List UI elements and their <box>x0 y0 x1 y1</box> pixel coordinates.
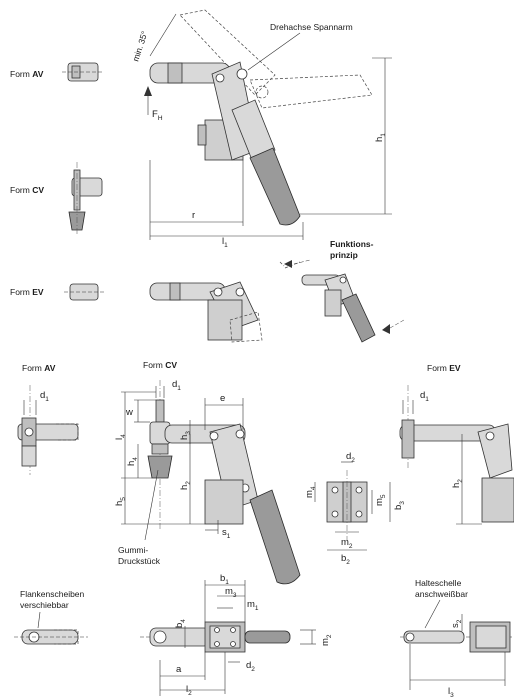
svg-text:h2: h2 <box>179 481 192 490</box>
pivot-label: Drehachse Spannarm <box>270 22 353 32</box>
bottom-cv-view: b1 m3 m1 b4 m2 a l2 d2 <box>140 573 333 697</box>
svg-text:FH: FH <box>152 109 163 122</box>
svg-text:Form EV: Form EV <box>10 287 44 297</box>
svg-text:m3: m3 <box>225 586 237 599</box>
svg-text:anschweißbar: anschweißbar <box>415 589 468 599</box>
middle-form-av-view: d1 <box>17 385 79 475</box>
svg-text:h5: h5 <box>114 497 127 506</box>
middle-form-cv-view: d1 w l4 h4 h3 h5 h2 e s1 Gummi- <box>114 379 301 585</box>
main-clamp-drawing: FH min. 35° Drehachse Spannarm h1 r l1 <box>130 9 392 249</box>
base-plate-view: d2 m4 m5 b3 m2 b2 <box>304 451 406 566</box>
svg-text:m4: m4 <box>304 486 317 498</box>
top-form-av-icon <box>62 62 102 82</box>
svg-text:w: w <box>125 407 133 418</box>
h1-label: h1 <box>374 133 387 142</box>
svg-text:l2: l2 <box>186 684 192 697</box>
bottom-ev-view: Halteschelle anschweißbar s2 l3 <box>400 578 514 699</box>
svg-text:Form CV: Form CV <box>143 360 177 370</box>
l1-label: l1 <box>222 236 228 249</box>
svg-text:m5: m5 <box>374 494 387 506</box>
svg-text:a: a <box>176 664 182 675</box>
svg-text:l4: l4 <box>114 434 127 440</box>
force-arrow: FH <box>144 86 163 122</box>
svg-text:h4: h4 <box>126 457 139 466</box>
middle-form-ev-label: Form EV <box>427 363 461 373</box>
top-form-ev-icon <box>64 283 104 301</box>
svg-text:h3: h3 <box>179 431 192 440</box>
angle-label: min. 35° <box>130 30 149 63</box>
svg-text:b2: b2 <box>341 553 350 566</box>
svg-text:s2: s2 <box>450 619 463 628</box>
svg-text:d1: d1 <box>172 379 181 392</box>
svg-text:verschiebbar: verschiebbar <box>20 600 69 610</box>
svg-text:Funktions-: Funktions- <box>330 239 374 249</box>
middle-form-ev-view: d1 h2 <box>399 385 514 525</box>
r-label: r <box>192 210 195 221</box>
bottom-av-view: Flankenscheiben verschiebbar <box>14 589 88 645</box>
svg-text:Form CV: Form CV <box>10 185 44 195</box>
middle-form-av-label: Form AV <box>22 363 56 373</box>
svg-text:Form AV: Form AV <box>22 363 56 373</box>
svg-text:m2: m2 <box>320 634 333 646</box>
svg-text:h2: h2 <box>451 479 464 488</box>
svg-text:d1: d1 <box>420 390 429 403</box>
svg-text:d1: d1 <box>40 390 49 403</box>
top-form-av-label: Form AV <box>10 69 44 79</box>
ev-closed-drawing <box>149 281 263 343</box>
svg-text:b1: b1 <box>220 573 229 586</box>
svg-text:Gummi-: Gummi- <box>118 545 148 555</box>
svg-text:d2: d2 <box>246 660 255 673</box>
top-form-cv-icon <box>68 162 103 236</box>
svg-text:Flankenscheiben: Flankenscheiben <box>20 589 85 599</box>
svg-text:b3: b3 <box>393 501 406 510</box>
svg-text:Druckstück: Druckstück <box>118 556 161 566</box>
svg-text:b4: b4 <box>174 619 187 628</box>
svg-text:m2: m2 <box>341 537 353 550</box>
svg-text:Form AV: Form AV <box>10 69 44 79</box>
top-form-ev-label: Form EV <box>10 287 44 297</box>
top-form-cv-label: Form CV <box>10 185 44 195</box>
svg-text:prinzip: prinzip <box>330 250 358 260</box>
svg-text:Halteschelle: Halteschelle <box>415 578 462 588</box>
svg-text:e: e <box>220 393 225 404</box>
svg-text:l3: l3 <box>448 686 454 699</box>
svg-text:d2: d2 <box>346 451 355 464</box>
svg-text:Form EV: Form EV <box>427 363 461 373</box>
middle-form-cv-label: Form CV <box>143 360 177 370</box>
svg-text:s1: s1 <box>222 527 231 540</box>
svg-text:m1: m1 <box>247 599 259 612</box>
function-principle: Funktions- prinzip <box>279 239 405 343</box>
